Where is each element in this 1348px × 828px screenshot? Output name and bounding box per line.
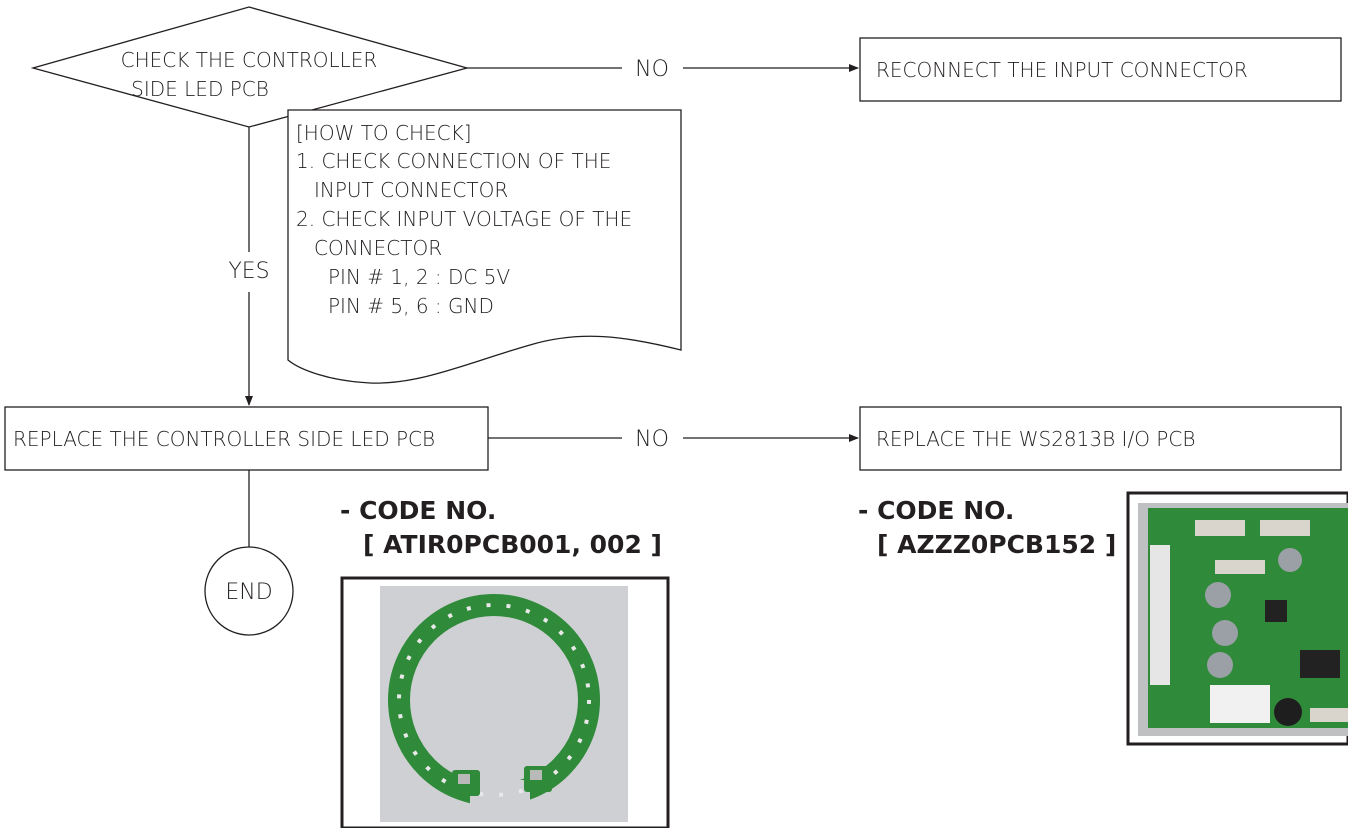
yes-label: YES	[228, 259, 269, 284]
led-code-label: - CODE NO.	[340, 496, 496, 525]
reconnect-box-label: RECONNECT THE INPUT CONNECTOR	[876, 58, 1248, 82]
how-to-check-step1-line1: 1. CHECK CONNECTION OF THE	[296, 149, 611, 173]
how-to-check-step2-line2: CONNECTOR	[314, 236, 442, 260]
led-code-value: [ ATIR0PCB001, 002 ]	[363, 530, 662, 559]
no-label-1: NO	[635, 57, 669, 82]
no-label-2: NO	[635, 427, 669, 452]
replace-led-box-label: REPLACE THE CONTROLLER SIDE LED PCB	[13, 427, 435, 451]
io-code-label: - CODE NO.	[858, 496, 1014, 525]
led-ring-pcb-photo	[342, 578, 668, 828]
replace-io-box-label: REPLACE THE WS2813B I/O PCB	[876, 427, 1195, 451]
how-to-check-step1-line2: INPUT CONNECTOR	[314, 178, 508, 202]
how-to-check-pin-b: PIN # 5, 6 : GND	[328, 294, 494, 318]
decision-line-2: SIDE LED PCB	[131, 77, 269, 101]
how-to-check-pin-a: PIN # 1, 2 : DC 5V	[328, 265, 510, 289]
how-to-check-title: [HOW TO CHECK]	[296, 121, 472, 145]
io-code-value: [ AZZZ0PCB152 ]	[877, 530, 1116, 559]
decision-line-1: CHECK THE CONTROLLER	[121, 48, 378, 72]
io-pcb-photo	[1128, 493, 1348, 744]
end-label: END	[225, 580, 272, 605]
how-to-check-step2-line1: 2. CHECK INPUT VOLTAGE OF THE	[296, 207, 632, 231]
